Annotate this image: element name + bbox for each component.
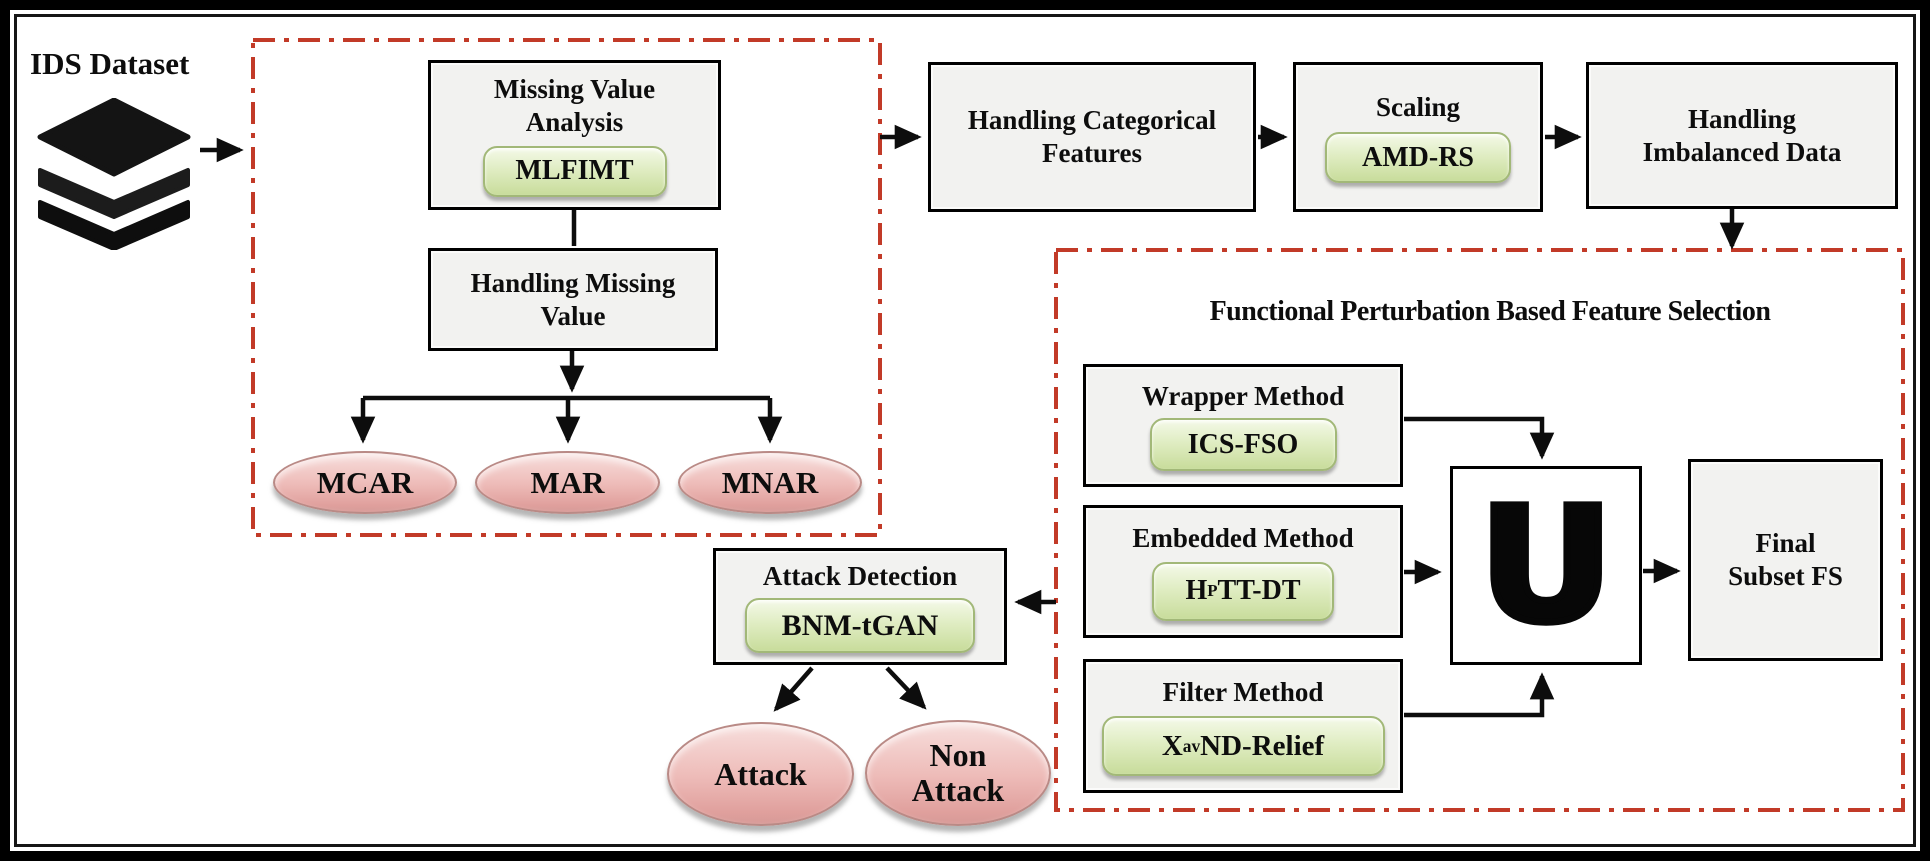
dataset-layers-icon bbox=[37, 98, 191, 250]
handling-categorical-features-box: Handling Categorical Features bbox=[928, 62, 1256, 212]
mar-ellipse: MAR bbox=[475, 451, 660, 514]
bnm-tgan-pill: BNM-tGAN bbox=[745, 598, 975, 654]
handling-imbalanced-title-line1: Handling bbox=[1687, 103, 1797, 134]
xavnd-pill-rest: ND-Relief bbox=[1200, 729, 1325, 762]
arrow-detection-to-attack bbox=[773, 666, 814, 712]
connector-layer bbox=[200, 38, 1905, 812]
feature-selection-section-title: Functional Perturbation Based Feature Se… bbox=[1209, 296, 1771, 327]
handling-missing-value-box: Handling Missing Value bbox=[428, 248, 718, 351]
missing-value-analysis-title-line1: Missing Value bbox=[493, 74, 656, 105]
final-subset-title-line1: Final bbox=[1755, 528, 1816, 559]
mcar-ellipse: MCAR bbox=[273, 451, 457, 514]
handling-categorical-title-line1: Handling Categorical bbox=[967, 105, 1217, 136]
attack-ellipse: Attack bbox=[667, 722, 854, 826]
arrow-detection-to-non-attack bbox=[885, 666, 927, 710]
handling-missing-value-title-line2: Value bbox=[540, 300, 606, 331]
arrow-filter-to-union bbox=[1404, 672, 1555, 718]
amd-rs-pill: AMD-RS bbox=[1325, 132, 1511, 184]
handling-imbalanced-title-line2: Imbalanced Data bbox=[1642, 136, 1842, 167]
final-subset-box: Final Subset FS bbox=[1688, 459, 1883, 661]
attack-detection-box: Attack Detection BNM-tGAN bbox=[713, 548, 1007, 665]
hptt-dt-pill-main: H bbox=[1185, 575, 1208, 607]
arrow-wrapper-to-union bbox=[1404, 416, 1555, 460]
ids-dataset-label: IDS Dataset bbox=[30, 46, 190, 81]
attack-detection-title: Attack Detection bbox=[762, 560, 958, 591]
missing-value-section-dashed-border bbox=[251, 38, 882, 537]
handling-missing-value-title-line1: Handling Missing bbox=[470, 267, 676, 298]
xavnd-pill-main: X bbox=[1161, 729, 1183, 762]
union-operator-box: U bbox=[1450, 466, 1642, 665]
non-attack-line1: Non bbox=[929, 737, 987, 774]
embedded-method-title: Embedded Method bbox=[1132, 523, 1354, 554]
wrapper-method-title: Wrapper Method bbox=[1141, 380, 1345, 411]
scaling-title: Scaling bbox=[1375, 91, 1461, 122]
feature-selection-section-dashed-border bbox=[1054, 248, 1905, 812]
ics-fso-pill: ICS-FSO bbox=[1149, 418, 1337, 472]
mlfimt-pill: MLFIMT bbox=[482, 145, 667, 197]
non-attack-ellipse: Non Attack bbox=[865, 720, 1051, 826]
final-subset-title-line2: Subset FS bbox=[1728, 561, 1843, 591]
mnar-ellipse: MNAR bbox=[678, 451, 862, 514]
hptt-dt-pill-rest: TT-DT bbox=[1217, 575, 1301, 607]
wrapper-method-box: Wrapper Method ICS-FSO bbox=[1083, 364, 1403, 487]
missing-value-analysis-title-line2: Analysis bbox=[525, 107, 624, 137]
missing-value-analysis-box: Missing Value Analysis MLFIMT bbox=[428, 60, 721, 210]
scaling-box: Scaling AMD-RS bbox=[1293, 62, 1543, 212]
non-attack-line2: Attack bbox=[911, 772, 1005, 808]
handling-imbalanced-data-box: Handling Imbalanced Data bbox=[1586, 62, 1898, 209]
handling-categorical-title-line2: Features bbox=[1042, 138, 1142, 168]
union-symbol: U bbox=[1475, 473, 1617, 658]
filter-method-title: Filter Method bbox=[1162, 676, 1324, 707]
